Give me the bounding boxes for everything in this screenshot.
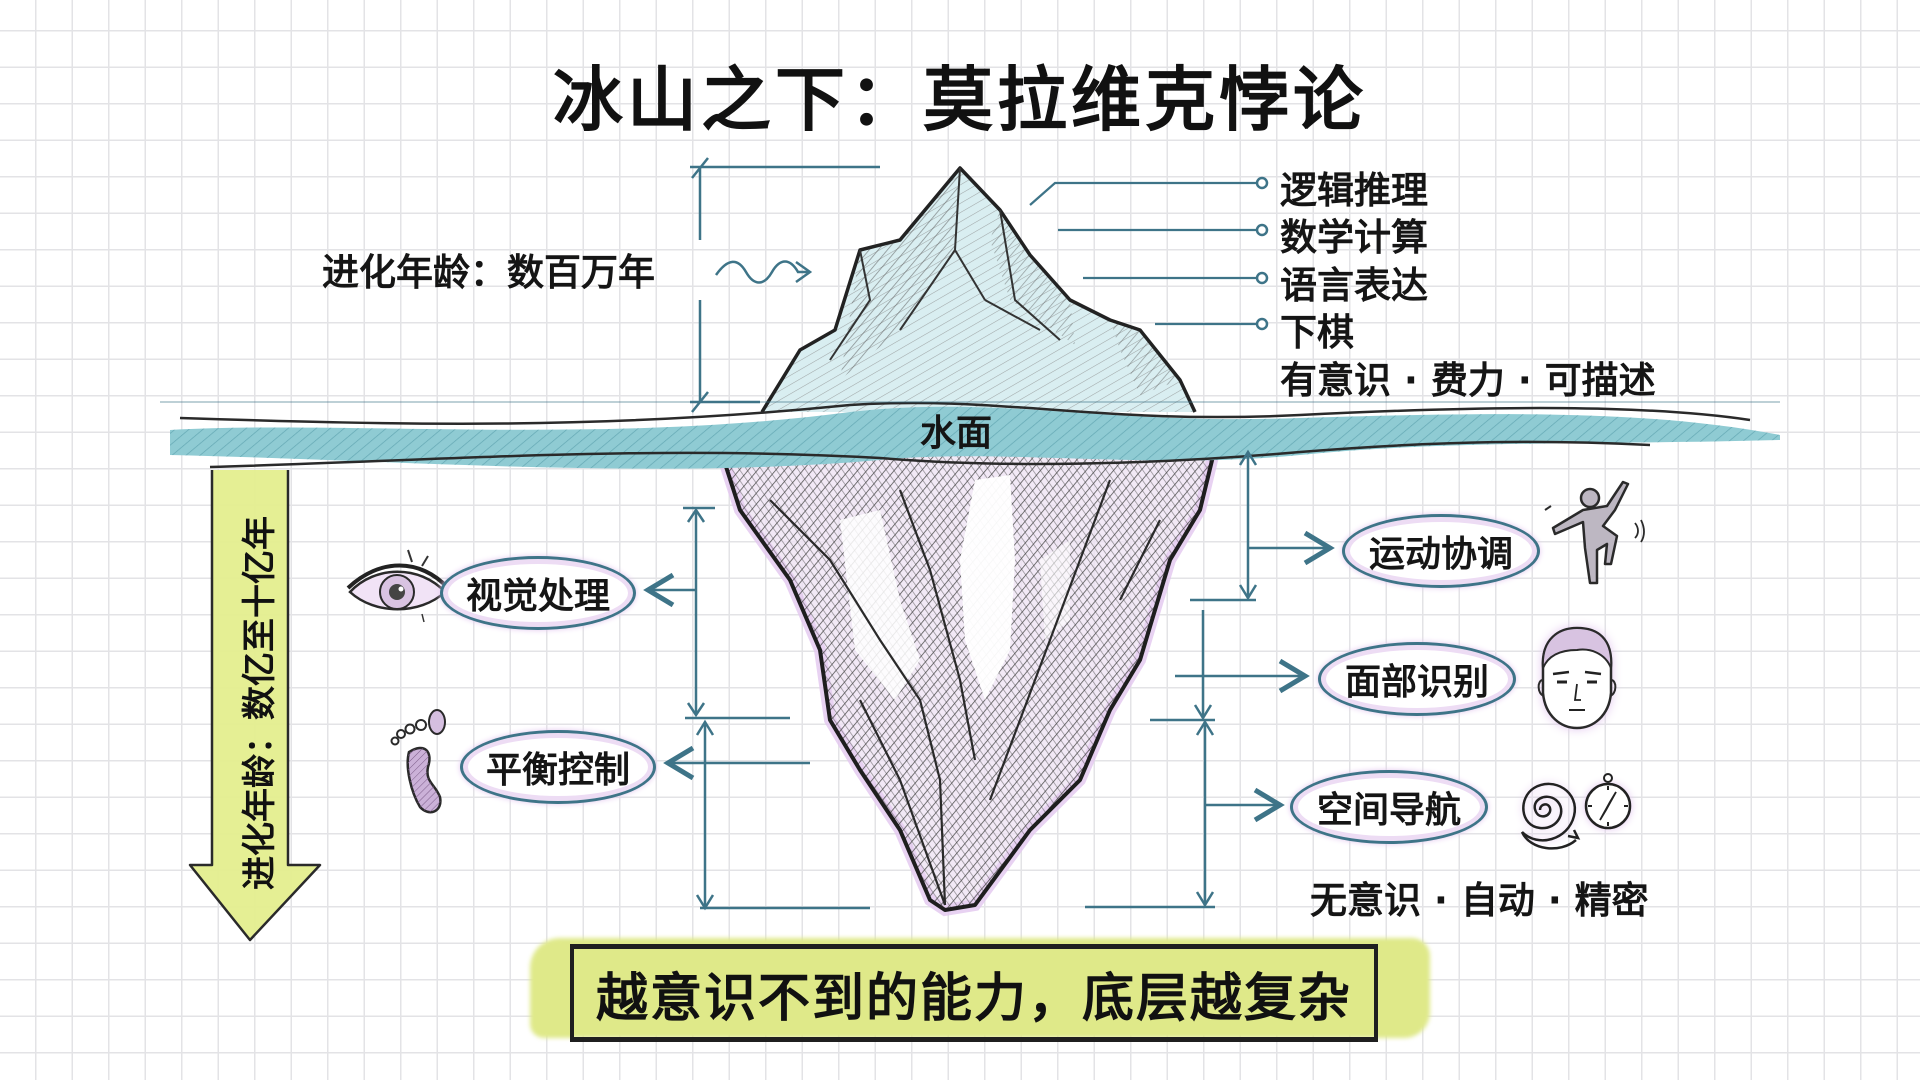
below-traits: 无意识 · 自动 · 精密 [1310,879,1649,922]
above-water-leaders [1029,176,1269,331]
banner-highlight [530,938,1430,1038]
ability-label: 运动协调 [1368,534,1513,575]
face-icon-art [1537,626,1617,730]
conclusion-text: 越意识不到的能力，底层越复杂 [595,968,1352,1029]
ability-balance-control: 平衡控制 [460,730,656,804]
deep-time-arrow [188,470,322,942]
face-icon [1535,628,1620,728]
ability-label: 平衡控制 [485,750,630,791]
ability-label: 面部识别 [1344,662,1489,703]
spiral-compass-icon [1505,770,1635,860]
dancer-icon [1545,480,1645,590]
below-right-brackets [1085,449,1335,909]
conclusion-banner: 越意识不到的能力，底层越复杂 [570,944,1378,1042]
eye-icon-art [346,549,450,623]
ability-language-expression: 语言表达 [1280,264,1428,307]
iceberg-submerged [711,442,1223,917]
ability-face-recognition: 面部识别 [1318,642,1516,716]
iceberg-tip [760,166,1197,413]
ability-label: 空间导航 [1316,790,1461,831]
above-water-bracket [690,157,880,413]
ability-label: 视觉处理 [465,576,610,617]
page-title: 冰山之下：莫拉维克悖论 [553,59,1367,141]
below-left-brackets [643,506,870,911]
below-evolution-age: 进化年龄：数亿至十亿年 [240,516,280,890]
water-surface-label: 水面 [920,413,993,454]
spiral-compass-icon-art [1520,773,1632,850]
eye-icon [350,550,450,620]
footprint-icon [392,710,452,820]
footprint-icon-art [390,709,446,814]
ability-visual-processing: 视觉处理 [440,556,636,630]
ability-motor-coordination: 运动协调 [1342,514,1540,588]
ability-chess: 下棋 [1280,311,1354,354]
above-traits: 有意识 · 费力 · 可描述 [1280,359,1656,402]
ability-spatial-navigation: 空间导航 [1290,770,1488,844]
dancer-icon-art [1544,480,1645,585]
water-surface [160,401,1780,469]
ability-logic-reasoning: 逻辑推理 [1280,169,1428,212]
above-evolution-age: 进化年龄：数百万年 [322,251,655,294]
ability-math-calculation: 数学计算 [1280,216,1428,259]
